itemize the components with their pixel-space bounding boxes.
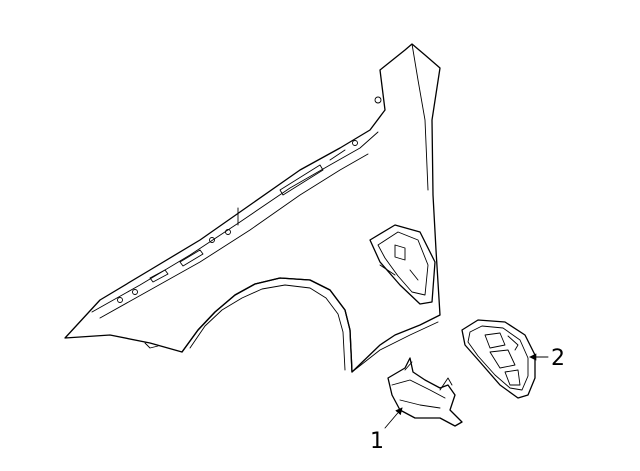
callout-1-label: 1: [370, 429, 384, 454]
fender-panel: [64, 43, 441, 373]
grille-insert-part-2: [461, 319, 536, 399]
callout-2-label: 2: [551, 346, 565, 371]
callout-1-leader: [384, 407, 403, 429]
bracket-part-1: [387, 357, 463, 427]
